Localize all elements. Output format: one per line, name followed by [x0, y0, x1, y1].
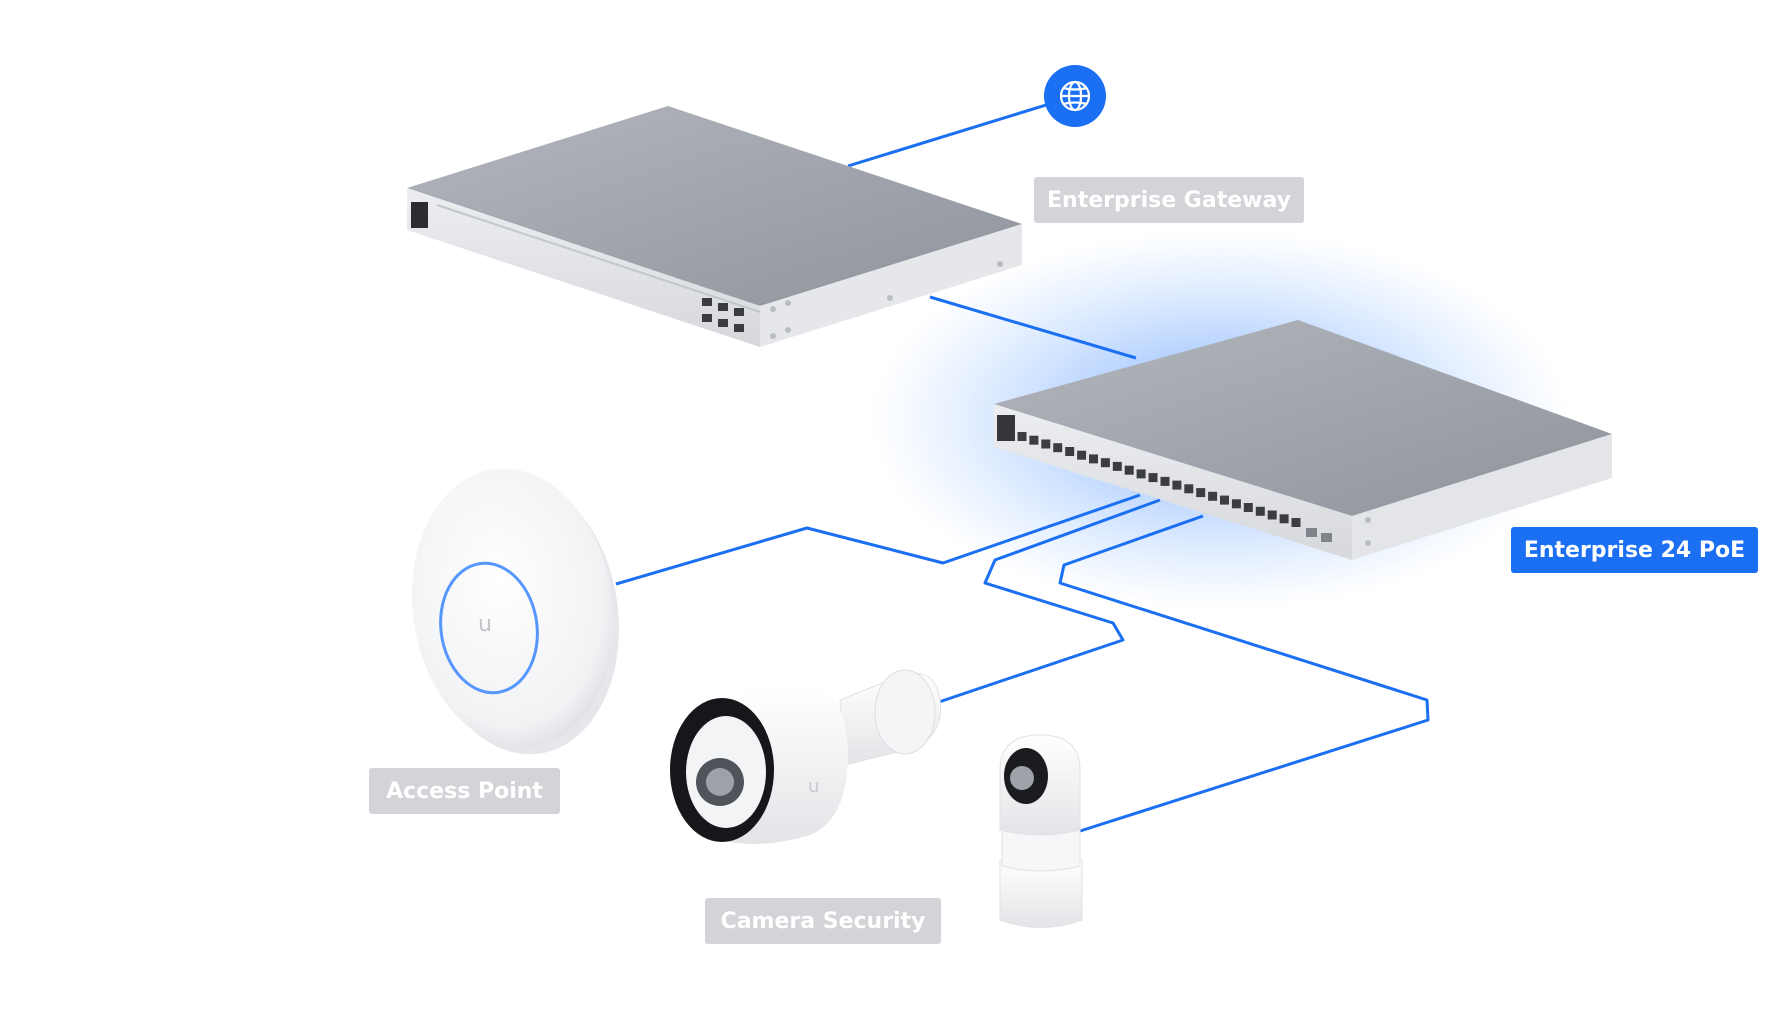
camera-label: Camera Security [705, 898, 941, 944]
enterprise-gateway-device[interactable] [407, 106, 1022, 347]
bullet-camera-logo: u [808, 776, 819, 797]
switch-port [1112, 461, 1122, 471]
gateway-screws [770, 261, 1003, 339]
switch-port [1077, 450, 1087, 460]
flex-camera-device[interactable] [999, 734, 1083, 928]
switch-console-block [997, 415, 1015, 441]
switch-top-panel [994, 320, 1612, 516]
flex-camera-base [999, 859, 1083, 928]
gateway-top-panel [407, 106, 1022, 306]
gateway-ports [702, 298, 744, 332]
switch-port [1029, 435, 1039, 445]
gateway-power-button [411, 202, 428, 228]
switch-screw [1365, 517, 1371, 523]
access-point-logo: u [478, 612, 492, 637]
cable-gateway-to-switch [929, 295, 1137, 360]
switch-port [1291, 518, 1301, 527]
cable-switch-to-dome-camera [1058, 514, 1430, 834]
access-point-led-ring [439, 561, 539, 695]
switch-side-panel [1352, 434, 1612, 560]
switch-port [1220, 495, 1229, 505]
gateway-front-seam [436, 204, 761, 313]
switch-port [1279, 514, 1289, 524]
switch-port [1053, 443, 1063, 453]
switch-screw [1365, 540, 1371, 546]
cable-internet-to-gateway [847, 95, 1073, 168]
switch-port [1172, 480, 1182, 490]
switch-port [1148, 473, 1158, 483]
switch-port [1243, 503, 1253, 512]
bullet-camera-lens-glass [706, 768, 734, 796]
access-point-disc [412, 468, 614, 748]
connection-cables [615, 95, 1430, 834]
flex-camera-lens [1010, 766, 1034, 790]
access-point-device[interactable]: u [394, 455, 636, 767]
cable-switch-to-access-point [615, 493, 1141, 586]
internet-node[interactable] [1044, 65, 1106, 127]
switch-port [1255, 506, 1265, 516]
switch-sfp-ports [1306, 528, 1332, 542]
switch-port [1065, 447, 1075, 456]
switch-port [1136, 469, 1146, 479]
switch-label[interactable]: Enterprise 24 PoE [1511, 527, 1758, 573]
switch-port [1124, 465, 1134, 475]
access-point-label: Access Point [369, 768, 560, 814]
switch-port [1089, 454, 1098, 464]
bullet-camera-mount-ring [874, 669, 936, 755]
switch-port [1041, 439, 1051, 449]
switch-port [1208, 491, 1218, 501]
switch-port [1017, 432, 1027, 441]
switch-port [1196, 488, 1206, 498]
switch-port [1160, 476, 1170, 486]
switch-port [1231, 499, 1241, 509]
globe-icon [1059, 80, 1091, 112]
cable-switch-to-bullet-camera [929, 498, 1161, 707]
switch-port [1184, 484, 1194, 494]
gateway-label: Enterprise Gateway [1034, 177, 1304, 223]
bullet-camera-device[interactable]: u [670, 669, 942, 844]
gateway-front-panel [407, 188, 760, 347]
switch-port [1267, 510, 1277, 520]
enterprise-switch-device[interactable] [994, 320, 1612, 560]
gateway-side-panel [760, 224, 1022, 347]
switch-port [1100, 458, 1110, 468]
switch-port-group [1017, 432, 1301, 527]
